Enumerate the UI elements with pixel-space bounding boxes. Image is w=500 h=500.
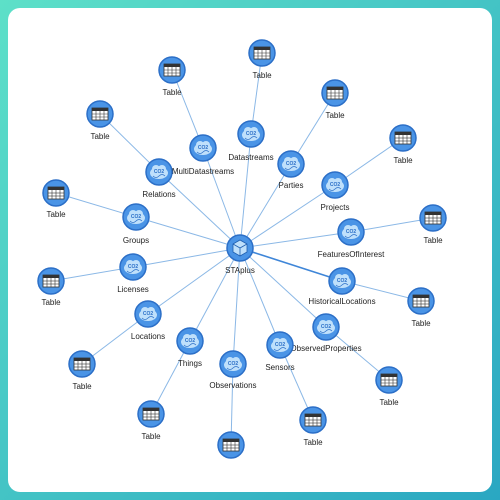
center-label: STAplus xyxy=(225,266,255,275)
co2-text: CO2 xyxy=(131,214,142,220)
edge-center-2 xyxy=(239,163,292,249)
edge-center-9 xyxy=(189,247,241,342)
table-icon[interactable] xyxy=(389,124,417,152)
entity-label: Sensors xyxy=(265,363,294,372)
table-icon[interactable] xyxy=(407,287,435,315)
table-label: Table xyxy=(90,132,110,141)
co2-cloud-icon[interactable]: CO2 xyxy=(312,313,340,341)
table-label: Table xyxy=(411,319,431,328)
table-icon[interactable] xyxy=(158,56,186,84)
table-label: Table xyxy=(379,398,399,407)
edge-center-7 xyxy=(239,247,281,346)
entity-label: Projects xyxy=(321,203,350,212)
entity-label: Groups xyxy=(123,236,149,245)
table-icon[interactable] xyxy=(248,39,276,67)
edge-center-3 xyxy=(239,184,336,249)
entity-label: HistoricalLocations xyxy=(308,297,375,306)
co2-cloud-icon[interactable]: CO2 xyxy=(189,134,217,162)
table-label: Table xyxy=(393,156,413,165)
co2-cloud-icon[interactable]: CO2 xyxy=(328,267,356,295)
co2-cloud-icon[interactable]: CO2 xyxy=(337,218,365,246)
edge-table-0 xyxy=(171,69,204,149)
table-icon[interactable] xyxy=(137,400,165,428)
edge-center-4 xyxy=(239,231,352,249)
table-label: Table xyxy=(162,88,182,97)
table-label: Table xyxy=(423,236,443,245)
network-diagram: TableCO2MultiDatastreamsTableCO2Datastre… xyxy=(37,39,447,459)
table-label: Table xyxy=(141,432,161,441)
edge-center-1 xyxy=(239,133,252,249)
edge-table-11 xyxy=(50,266,134,282)
co2-text: CO2 xyxy=(286,161,297,167)
table-icon[interactable] xyxy=(217,431,245,459)
nodes-layer: TableCO2MultiDatastreamsTableCO2Datastre… xyxy=(37,39,447,459)
co2-cloud-icon[interactable]: CO2 xyxy=(321,171,349,199)
edge-center-8 xyxy=(232,247,241,365)
edge-center-13 xyxy=(158,171,241,249)
edge-table-2 xyxy=(290,92,336,165)
table-label: Table xyxy=(252,71,272,80)
table-label: Table xyxy=(72,382,92,391)
table-label: Table xyxy=(41,298,61,307)
edge-center-11 xyxy=(132,247,241,268)
co2-cloud-icon[interactable]: CO2 xyxy=(134,300,162,328)
co2-cloud-icon[interactable]: CO2 xyxy=(266,331,294,359)
edge-center-5 xyxy=(239,247,343,282)
table-icon[interactable] xyxy=(375,366,403,394)
co2-cloud-icon[interactable]: CO2 xyxy=(219,350,247,378)
co2-text: CO2 xyxy=(228,361,239,367)
co2-cloud-icon[interactable]: CO2 xyxy=(176,327,204,355)
co2-text: CO2 xyxy=(143,311,154,317)
entity-label: Things xyxy=(178,359,202,368)
table-icon[interactable] xyxy=(37,267,65,295)
table-icon[interactable] xyxy=(321,79,349,107)
entity-label: FeaturesOfInterest xyxy=(318,250,385,259)
co2-text: CO2 xyxy=(198,145,209,151)
table-icon[interactable] xyxy=(419,204,447,232)
edge-center-10 xyxy=(147,247,241,315)
co2-cloud-icon[interactable]: CO2 xyxy=(122,203,150,231)
cube-icon[interactable] xyxy=(226,234,254,262)
co2-cloud-icon[interactable]: CO2 xyxy=(119,253,147,281)
edge-center-6 xyxy=(239,247,327,328)
co2-text: CO2 xyxy=(246,131,257,137)
table-icon[interactable] xyxy=(86,100,114,128)
table-label: Table xyxy=(303,438,323,447)
table-label: Table xyxy=(46,210,66,219)
co2-text: CO2 xyxy=(330,182,341,188)
co2-text: CO2 xyxy=(185,338,196,344)
co2-text: CO2 xyxy=(337,278,348,284)
table-icon[interactable] xyxy=(299,406,327,434)
entity-label: Licenses xyxy=(117,285,149,294)
edge-center-12 xyxy=(135,216,241,249)
edge-table-13 xyxy=(99,113,160,173)
co2-text: CO2 xyxy=(128,264,139,270)
co2-text: CO2 xyxy=(154,169,165,175)
co2-text: CO2 xyxy=(346,229,357,235)
edge-center-0 xyxy=(202,147,241,249)
co2-text: CO2 xyxy=(275,342,286,348)
edge-table-9 xyxy=(150,340,191,415)
table-icon[interactable] xyxy=(68,350,96,378)
co2-cloud-icon[interactable]: CO2 xyxy=(277,150,305,178)
entity-label: Relations xyxy=(142,190,175,199)
table-label: Table xyxy=(325,111,345,120)
entity-label: Locations xyxy=(131,332,165,341)
co2-cloud-icon[interactable]: CO2 xyxy=(237,120,265,148)
entity-label: Observations xyxy=(209,381,256,390)
edge-table-12 xyxy=(55,192,137,218)
edge-table-4 xyxy=(350,217,434,233)
entity-label: Parties xyxy=(279,181,304,190)
entity-label: Datastreams xyxy=(228,153,273,162)
co2-text: CO2 xyxy=(321,324,332,330)
edge-table-10 xyxy=(81,313,149,365)
table-icon[interactable] xyxy=(42,179,70,207)
co2-cloud-icon[interactable]: CO2 xyxy=(145,158,173,186)
edge-table-3 xyxy=(334,137,404,186)
entity-label: MultiDatastreams xyxy=(172,167,234,176)
entity-label: ObservedProperties xyxy=(290,344,361,353)
